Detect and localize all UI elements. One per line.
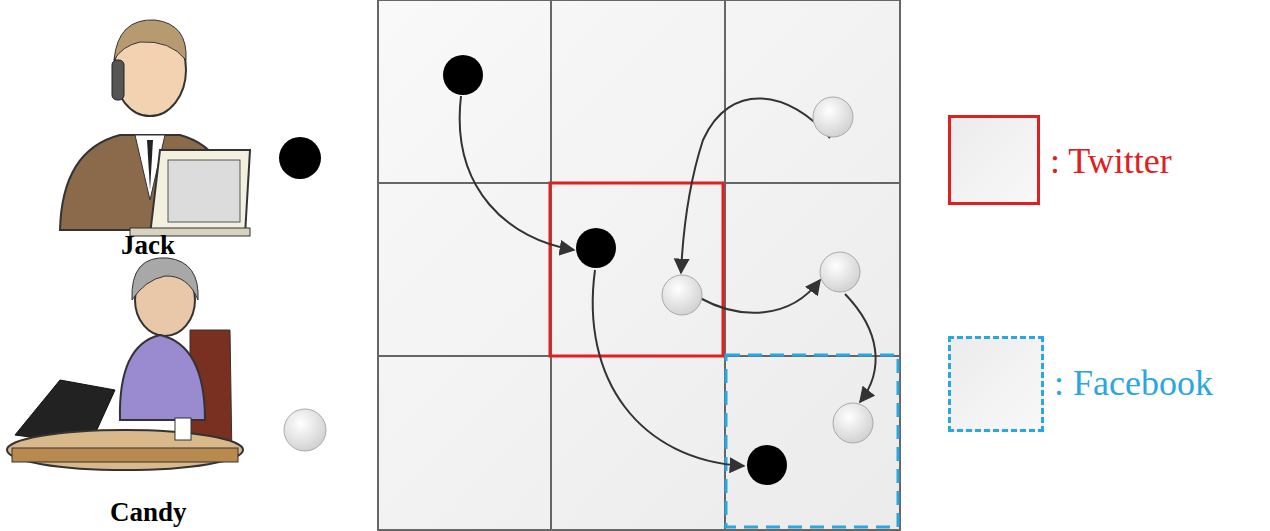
legend-label: : Twitter (1050, 140, 1172, 182)
legend-swatch (948, 115, 1040, 205)
grid (378, 0, 900, 530)
person-name: Jack (121, 230, 175, 261)
person-name: Candy (110, 497, 187, 528)
trajectory-arrows (460, 96, 876, 466)
candy-marker (284, 409, 326, 451)
legend-label: : Facebook (1054, 362, 1213, 404)
jack-figure (60, 20, 250, 236)
trajectory-dots (443, 55, 873, 485)
jack-marker (279, 137, 321, 179)
candy-figure (7, 258, 243, 470)
twitter-region (550, 183, 723, 356)
legend-swatch (948, 336, 1044, 432)
